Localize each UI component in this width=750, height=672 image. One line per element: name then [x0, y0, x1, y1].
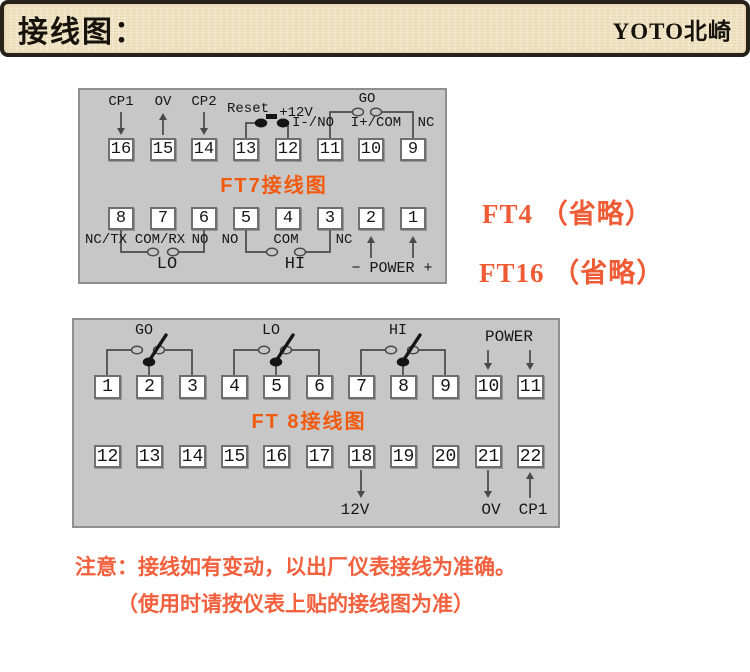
- terminal-16: 16: [108, 138, 134, 161]
- terminal-5: 5: [233, 207, 259, 230]
- ft16-omitted-note: FT16 （省略）: [479, 258, 665, 288]
- terminal-7: 7: [150, 207, 176, 230]
- terminal-10: 10: [358, 138, 384, 161]
- label-I-NO: I-/NO: [291, 115, 335, 131]
- label-NC-TX: NC/TX: [84, 232, 128, 248]
- terminal-5: 5: [263, 375, 290, 399]
- label-NO: NO: [191, 232, 209, 248]
- terminal-9: 9: [400, 138, 426, 161]
- label-OV: OV: [154, 94, 172, 110]
- reset-label: Reset: [226, 101, 270, 117]
- terminal-6: 6: [306, 375, 333, 399]
- terminal-8: 8: [108, 207, 134, 230]
- terminal-3: 3: [317, 207, 343, 230]
- go-contact-label: GO: [358, 91, 376, 107]
- terminal-14: 14: [179, 445, 206, 468]
- terminal-15: 15: [150, 138, 176, 161]
- terminal-6: 6: [191, 207, 217, 230]
- terminal-16: 16: [263, 445, 290, 468]
- label-COM: COM: [273, 232, 299, 248]
- terminal-4: 4: [221, 375, 248, 399]
- terminal-3: 3: [179, 375, 206, 399]
- terminal-9: 9: [432, 375, 459, 399]
- hi-contact-label: HI: [284, 255, 306, 274]
- notice: 注意：接线如有变动，以出厂仪表接线为准确。 （使用时请按仪表上贴的接线图为准）: [0, 551, 750, 618]
- terminal-12: 12: [94, 445, 121, 468]
- terminal-21: 21: [475, 445, 502, 468]
- label-NC: NC: [417, 115, 435, 131]
- terminal-19: 19: [390, 445, 417, 468]
- label-CP1: CP1: [108, 94, 134, 110]
- header-bar: 接线图： YOTO北崎: [0, 0, 750, 57]
- terminal-13: 13: [136, 445, 163, 468]
- page-title: 接线图：: [18, 15, 146, 49]
- terminal-4: 4: [275, 207, 301, 230]
- notice-line-1: 注意：接线如有变动，以出厂仪表接线为准确。: [75, 555, 516, 579]
- notice-line-2: （使用时请按仪表上贴的接线图为准）: [117, 592, 474, 616]
- label-I+-COM: I+/COM: [350, 115, 402, 131]
- terminal-7: 7: [348, 375, 375, 399]
- plus-12v-label: +12V: [279, 105, 313, 121]
- ft7-title: FT7接线图: [220, 175, 328, 197]
- ft7-power-label: − POWER +: [351, 260, 433, 277]
- annotation-OV: OV: [481, 501, 501, 519]
- ft8-power-label: POWER: [484, 328, 534, 346]
- terminal-17: 17: [306, 445, 333, 468]
- ft7-wires: [117, 107, 417, 258]
- brand-logo: YOTO北崎: [612, 18, 732, 44]
- terminal-14: 14: [191, 138, 217, 161]
- relay-label-LO: LO: [261, 322, 281, 339]
- terminal-8: 8: [390, 375, 417, 399]
- relay-label-HI: HI: [388, 322, 408, 339]
- annotation-12V: 12V: [340, 501, 370, 519]
- terminal-22: 22: [517, 445, 544, 468]
- terminal-18: 18: [348, 445, 375, 468]
- terminal-1: 1: [94, 375, 121, 399]
- label-NO: NO: [221, 232, 239, 248]
- annotation-CP1: CP1: [518, 501, 548, 519]
- ft8-title: FT 8接线图: [251, 411, 367, 433]
- label-COM-RX: COM/RX: [134, 232, 186, 248]
- relay-label-GO: GO: [134, 322, 154, 339]
- label-CP2: CP2: [191, 94, 217, 110]
- terminal-20: 20: [432, 445, 459, 468]
- terminal-11: 11: [317, 138, 343, 161]
- terminal-2: 2: [358, 207, 384, 230]
- terminal-11: 11: [517, 375, 544, 399]
- terminal-13: 13: [233, 138, 259, 161]
- terminal-12: 12: [275, 138, 301, 161]
- label-NC: NC: [335, 232, 353, 248]
- ft8-wires: [106, 333, 534, 498]
- terminal-2: 2: [136, 375, 163, 399]
- terminal-15: 15: [221, 445, 248, 468]
- lo-contact-label: LO: [156, 255, 178, 274]
- terminal-10: 10: [475, 375, 502, 399]
- ft4-omitted-note: FT4 （省略）: [482, 199, 653, 229]
- terminal-1: 1: [400, 207, 426, 230]
